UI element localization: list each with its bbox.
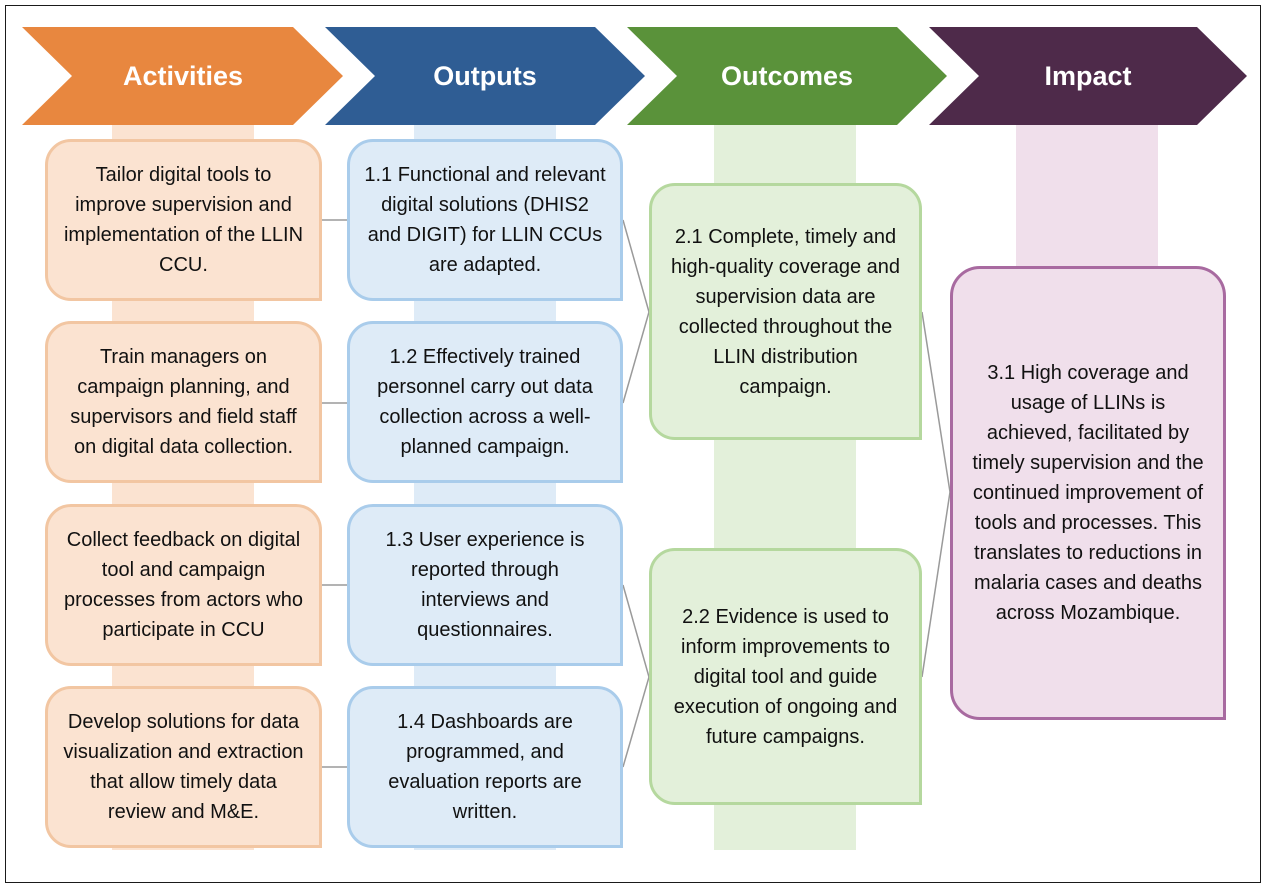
impact-band (1016, 120, 1158, 270)
output-box-1-4: 1.4 Dashboards are programmed, and evalu… (347, 686, 623, 848)
outcome-box-2-2: 2.2 Evidence is used to inform improveme… (649, 548, 922, 805)
header-impact: Impact (1044, 60, 1132, 91)
connector-o1-oc1 (622, 219, 650, 313)
connector-oc2-imp (921, 491, 951, 678)
outputs-chevron (325, 27, 645, 125)
output-box-1-1: 1.1 Functional and relevant digital solu… (347, 139, 623, 301)
header-outcomes: Outcomes (720, 60, 854, 91)
activity-box-1: Tailor digital tools to improve supervis… (45, 139, 322, 301)
output-box-1-2: 1.2 Effectively trained personnel carry … (347, 321, 623, 483)
impact-box-3-1: 3.1 High coverage and usage of LLINs is … (950, 266, 1226, 720)
connector-o2-oc1 (622, 311, 650, 404)
activity-box-4: Develop solutions for data visualization… (45, 686, 322, 848)
diagram-frame (5, 5, 1261, 883)
outcome-box-2-1: 2.1 Complete, timely and high-quality co… (649, 183, 922, 440)
header-activities: Activities (122, 60, 244, 91)
connector-oc1-imp (921, 311, 951, 493)
connector-o3-oc2 (622, 584, 650, 678)
output-box-1-3: 1.3 User experience is reported through … (347, 504, 623, 666)
header-outputs: Outputs (433, 60, 537, 91)
outcomes-chevron (627, 27, 947, 125)
activity-box-3: Collect feedback on digital tool and cam… (45, 504, 322, 666)
connector-o4-oc2 (622, 676, 650, 768)
activities-chevron (22, 27, 343, 125)
activity-box-2: Train managers on campaign planning, and… (45, 321, 322, 483)
impact-chevron (929, 27, 1247, 125)
